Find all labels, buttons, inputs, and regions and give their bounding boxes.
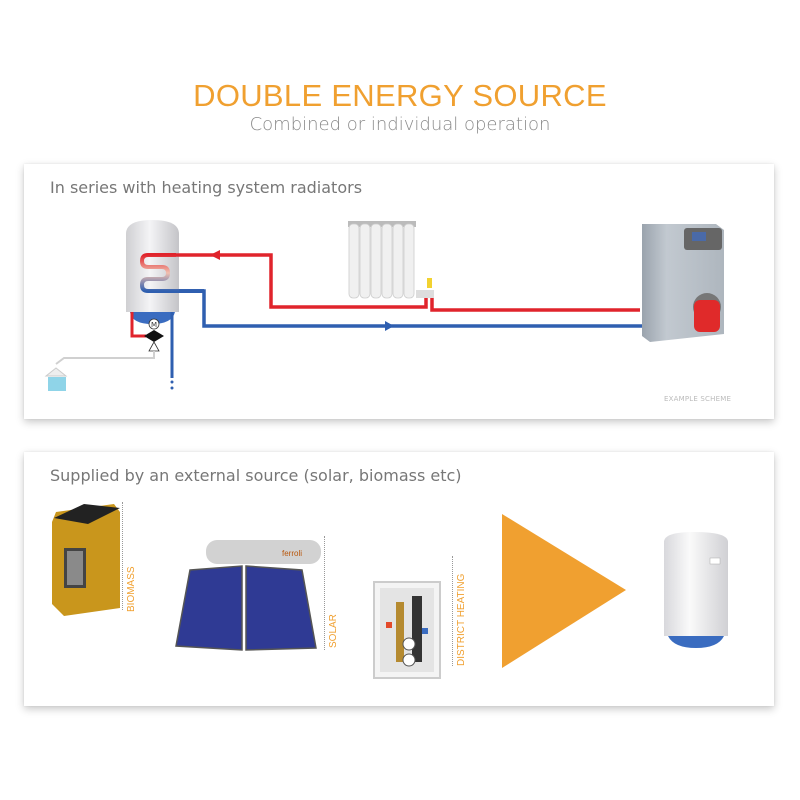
shower-head — [44, 367, 68, 391]
solar-collector: ferroli — [175, 540, 321, 651]
solar-brand-logo: ferroli — [282, 549, 302, 558]
biomass-stove — [52, 504, 120, 616]
flow-arrow-icon — [502, 514, 626, 668]
floor-standing-boiler — [642, 224, 724, 342]
solar-divider — [324, 536, 325, 650]
district-heating-label: DISTRICT HEATING — [456, 573, 467, 666]
radiator — [348, 221, 434, 299]
district-heating-unit — [373, 581, 441, 679]
solar-label: SOLAR — [328, 614, 339, 648]
flow-arrow-left — [210, 250, 220, 260]
page-title: DOUBLE ENERGY SOURCE — [193, 78, 607, 113]
page-subtitle: Combined or individual operation — [249, 114, 551, 135]
biomass-divider — [122, 502, 123, 610]
external-source-panel: Supplied by an external source (solar, b… — [24, 452, 774, 706]
example-scheme-note: EXAMPLE SCHEME — [664, 395, 732, 403]
external-panel-heading: Supplied by an external source (solar, b… — [50, 466, 462, 485]
external-source-diagram: ferroli — [52, 504, 728, 679]
hot-water-pipe — [176, 253, 640, 312]
series-scheme-diagram: M — [44, 220, 724, 391]
mixing-valve: M — [144, 318, 164, 352]
series-panel-heading: In series with heating system radiators — [50, 178, 363, 197]
series-scheme-panel: In series with heating system radiators — [24, 164, 774, 419]
heat-exchanger-coil — [139, 253, 204, 293]
flow-arrow-right — [385, 321, 394, 331]
electric-water-heater — [664, 532, 728, 648]
biomass-label: BIOMASS — [126, 566, 137, 612]
valve-motor-label: M — [151, 321, 157, 329]
district-heating-divider — [452, 556, 453, 666]
water-heater-tank — [126, 220, 179, 324]
cold-water-pipe — [179, 289, 646, 328]
